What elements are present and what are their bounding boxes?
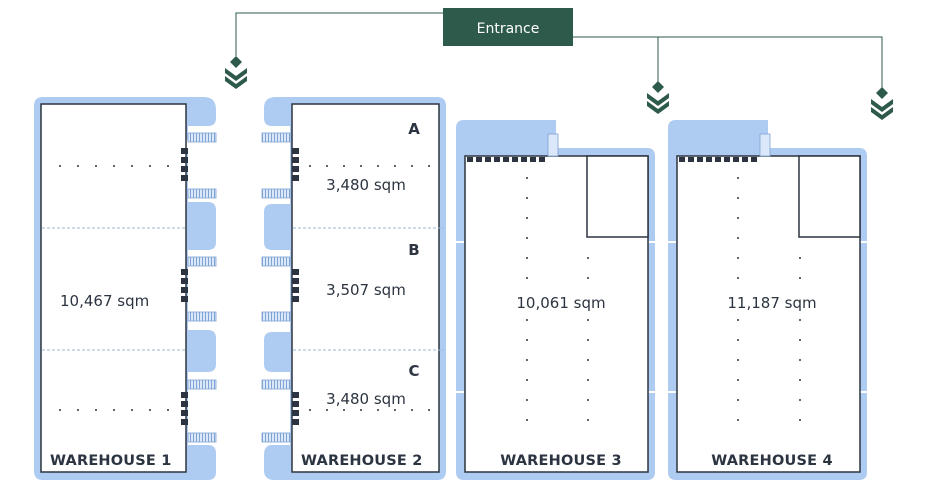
entrance-chevron-icon <box>225 56 247 89</box>
unit-a-area: 3,480 sqm <box>326 176 406 194</box>
unit-b-area: 3,507 sqm <box>326 281 406 299</box>
dock-door-icon <box>467 157 545 162</box>
entrance-button[interactable]: Entrance <box>443 8 573 46</box>
dock-door-icon <box>679 157 757 162</box>
entrance-connectors <box>235 12 883 88</box>
unit-c-area: 3,480 sqm <box>326 390 406 408</box>
unit-c-letter: C <box>408 362 419 380</box>
dock-ramp-icon <box>187 132 217 443</box>
dock-door-icon <box>292 148 299 425</box>
unit-a-letter: A <box>408 120 420 138</box>
warehouse-4[interactable]: 11,187 sqm WAREHOUSE 4 <box>668 120 867 480</box>
warehouse-3-area: 10,061 sqm <box>516 294 605 312</box>
unit-b-letter: B <box>408 241 419 259</box>
warehouse-2[interactable]: A 3,480 sqm B 3,507 sqm C 3,480 sqm WARE… <box>261 97 446 480</box>
dock-door-icon <box>181 148 188 425</box>
warehouse-2-name: WAREHOUSE 2 <box>301 453 423 469</box>
warehouse-3[interactable]: 10,061 sqm WAREHOUSE 3 <box>456 120 655 480</box>
warehouse-1-name: WAREHOUSE 1 <box>50 453 172 469</box>
dock-ramp-icon <box>547 133 559 157</box>
entrance-label: Entrance <box>477 21 540 37</box>
warehouse-4-name: WAREHOUSE 4 <box>711 453 833 469</box>
warehouse-1-area: 10,467 sqm <box>60 292 149 310</box>
dock-ramp-icon <box>261 132 291 443</box>
warehouse-3-name: WAREHOUSE 3 <box>500 453 622 469</box>
entrance-chevron-icon <box>647 81 669 114</box>
entrance-chevron-icon <box>871 87 893 120</box>
dock-ramp-icon <box>759 133 771 157</box>
warehouse-1[interactable]: 10,467 sqm WAREHOUSE 1 <box>34 97 217 480</box>
warehouse-4-area: 11,187 sqm <box>727 294 816 312</box>
